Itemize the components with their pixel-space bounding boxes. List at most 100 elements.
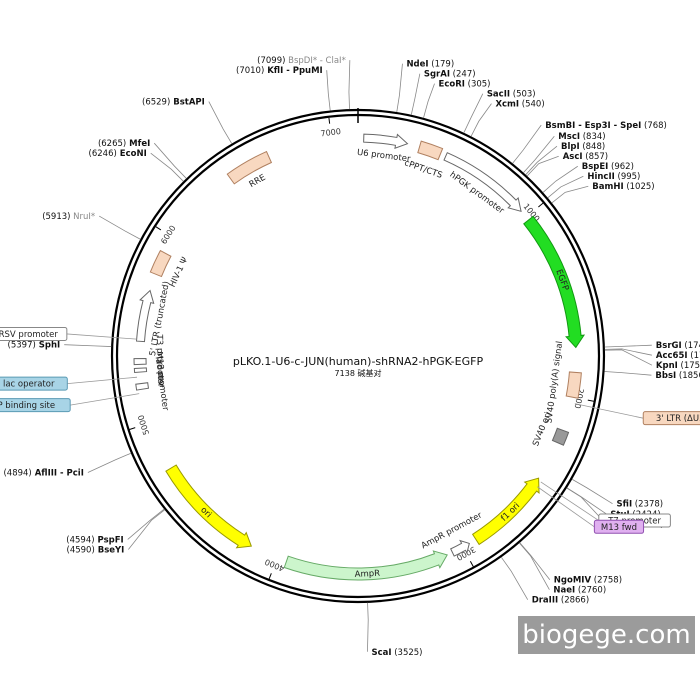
site-label: BsrGI (1743): [656, 341, 700, 351]
site-post: (3525): [392, 648, 423, 658]
site-post: (305): [465, 80, 491, 90]
tick-mark: [129, 427, 136, 430]
feature-u6-promoter: [363, 133, 409, 150]
site-sphi: (5397) SphI: [8, 341, 112, 351]
site-post: (848): [580, 142, 606, 152]
boxed-leader: [540, 481, 600, 521]
boxed-frame: [0, 376, 68, 391]
site-label: SacII (503): [487, 90, 536, 100]
site-pre: (6265): [98, 139, 126, 149]
site-pre: (6246): [89, 149, 117, 159]
tick-mark: [538, 202, 544, 208]
feature-label-ampr: AmpR: [355, 569, 381, 580]
feature-egfp: [523, 215, 586, 349]
site-leader: [604, 344, 652, 348]
site-name: SfiI: [617, 500, 633, 510]
site-scai: ScaI (3525): [367, 602, 423, 658]
tick-mark: [469, 561, 474, 567]
site-leader: [367, 602, 369, 652]
site-kpni: KpnI (1758): [604, 349, 700, 371]
site-bspei: BspEI (962): [542, 162, 634, 193]
boxed-text: CAP binding site: [0, 401, 55, 411]
site-draiii: DraIII (2866): [500, 556, 589, 606]
site-name: BlpI: [561, 142, 580, 152]
site-post: (1754): [688, 351, 700, 361]
site-name: DraIII: [532, 596, 558, 606]
site-afliii-pcii: (4894) AflIII - PciI: [3, 452, 132, 478]
feature-t3-promoter: [133, 358, 147, 366]
feature-hpgk-promoter: [443, 152, 522, 213]
tick-label: 4000: [264, 557, 286, 573]
site-acc65i: Acc65I (1754): [604, 348, 700, 361]
site-label: (4590) BseYI: [67, 545, 125, 555]
site-leader: [326, 70, 331, 111]
site-post: (2758): [591, 576, 622, 586]
feature-label-m13-rev: M13 rev: [154, 351, 166, 386]
boxed-3-ltr-u3: 3' LTR (ΔU3): [574, 403, 700, 426]
site-pre: (5913): [42, 212, 70, 222]
site-sfii: SfiI (2378): [571, 478, 664, 510]
boxed-text: 3' LTR (ΔU3): [656, 414, 700, 424]
site-pre: (5397): [8, 341, 36, 351]
site-label: BbsI (1856): [655, 371, 700, 381]
site-leader: [604, 371, 652, 376]
site-label: AscI (857): [563, 152, 608, 162]
site-label: (4894) AflIII - PciI: [3, 468, 83, 478]
site-label: (4594) PspFI: [66, 535, 123, 545]
site-leader: [566, 487, 607, 525]
tick-label: 7000: [320, 127, 341, 138]
site-label: NdeI (179): [406, 60, 454, 70]
site-name: BseYI: [95, 545, 125, 555]
site-econi: (6246) EcoNI: [89, 149, 184, 182]
site-leader: [98, 215, 141, 240]
feature-label-t3-promoter: T3 promoter: [154, 333, 165, 387]
site-bseyi: (4590) BseYI: [67, 509, 165, 555]
site-label: XcmI (540): [495, 100, 544, 110]
site-leader: [525, 145, 558, 175]
site-sacii: SacII (503): [463, 90, 536, 133]
site-label: SfiI (2378): [617, 500, 664, 510]
site-name: XcmI: [495, 100, 519, 110]
boxed-m13-fwd: M13 fwd: [537, 486, 645, 534]
site-name: BamHI: [592, 182, 623, 192]
feature-cppt-cts: [417, 140, 444, 161]
site-name: AscI: [563, 152, 583, 162]
feature-label-sv40-ori: SV40 ori: [531, 411, 554, 448]
site-name: KflI - PpuMI: [264, 66, 322, 76]
site-label: (5397) SphI: [8, 341, 61, 351]
site-leader: [87, 452, 132, 473]
site-leader: [547, 175, 584, 199]
feature-m13-rev: [133, 367, 148, 373]
site-ecori: EcoRI (305): [423, 80, 491, 118]
site-msci: MscI (834): [523, 132, 606, 173]
site-leader: [519, 542, 550, 590]
feature-lac-promoter: [135, 382, 150, 391]
feature-rre: [226, 150, 273, 185]
site-leader: [208, 101, 233, 144]
site-pre: (7010): [236, 66, 264, 76]
site-leader: [604, 348, 652, 356]
site-leader: [519, 542, 551, 580]
site-name: ScaI: [371, 648, 391, 658]
boxed-text: lac operator: [3, 380, 55, 390]
tick-label: 5000: [136, 414, 151, 436]
site-label: (7010) KflI - PpuMI: [236, 66, 323, 76]
site-bsrgi: BsrGI (1743): [604, 341, 700, 351]
site-nrui: (5913) NruI*: [42, 212, 141, 240]
boxed-leader: [67, 376, 138, 385]
site-leader: [348, 60, 351, 110]
site-name: HincII: [587, 172, 614, 182]
site-leader: [127, 508, 165, 540]
site-name: SacII: [487, 90, 510, 100]
site-name: SgrAI: [424, 70, 450, 80]
site-leader: [150, 152, 184, 182]
site-leader: [410, 73, 421, 115]
site-name: KpnI: [656, 361, 678, 371]
site-label: BsmBI - Esp3I - SpeI (768): [545, 121, 667, 131]
site-pre: (4894): [3, 468, 31, 478]
site-pre: (7099): [257, 56, 285, 66]
site-pre: (4594): [66, 535, 94, 545]
site-mfei: (6265) MfeI: [98, 139, 187, 179]
site-asci: AscI (857): [526, 152, 608, 177]
